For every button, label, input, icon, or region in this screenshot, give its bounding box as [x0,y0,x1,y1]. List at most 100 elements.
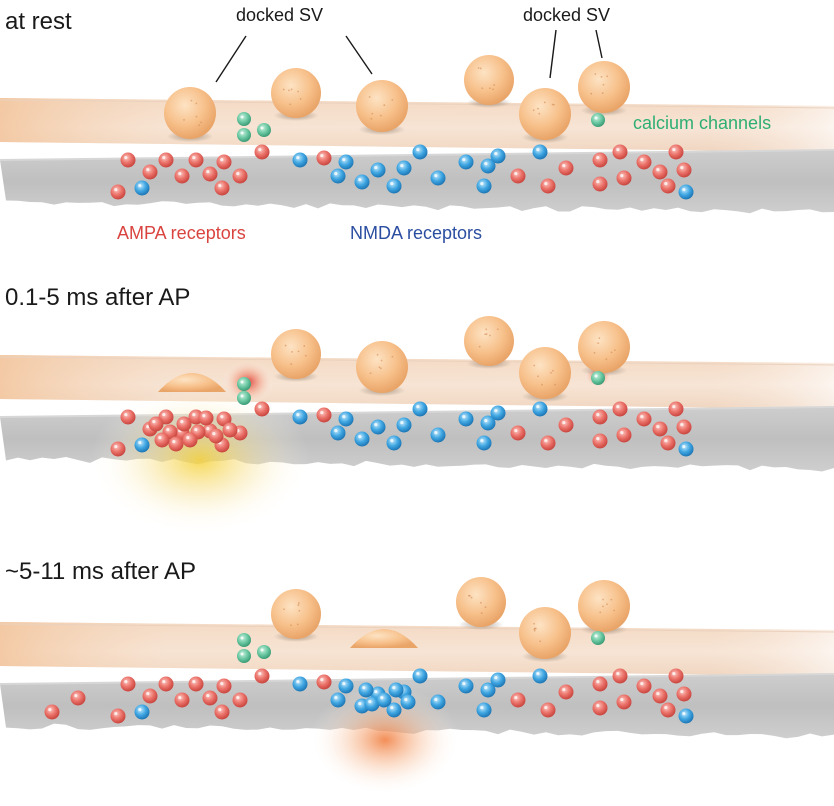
p1-nmda-receptor-27 [532,144,548,160]
panel-title-5-11ms: ~5-11 ms after AP [5,558,196,585]
p2-ampa-receptor-39 [676,419,692,435]
p2-ampa-cluster-4 [168,436,184,452]
p3-ampa-receptor-2-hi [114,712,118,716]
p2-vesicle-2-speck [284,344,287,347]
p3-nmda-receptor-1-hi [138,708,142,712]
p2-vesicle-5-speck [550,371,552,374]
p1-ampa-receptor-30-hi [596,156,600,160]
p3-vesicle-4-speck [602,598,604,601]
p1-nmda-receptor-16 [354,174,370,190]
p3-vesicle-1-speck [296,623,299,626]
p2-nmda-receptor-27-hi [536,405,540,409]
p2-ampa-receptor-30-hi [596,413,600,417]
p2-vesicle-3-speck [376,353,379,356]
docked-sv-leader-line-1 [345,35,373,75]
p1-vesicle-docked-3-speck [553,103,555,106]
p3-ampa-receptor-4 [158,676,174,692]
docked-sv-leader-line-2 [549,29,557,79]
p3-nmda-receptor-18-hi [390,706,394,710]
p3-presynaptic-membrane-shade [0,622,834,676]
p2-nmda-receptor-22-hi [462,415,466,419]
p1-ampa-receptor-5-hi [178,172,182,176]
p2-presynaptic-membrane-shade [0,355,834,409]
p3-ampa-receptor-36-hi [672,672,676,676]
p3-nmda-receptor-22 [458,678,474,694]
p2-ampa-cluster-0-hi [152,420,156,424]
p1-ampa-receptor-2 [110,184,126,200]
p3-nmda-receptor-18 [386,702,402,718]
p1-ampa-receptor-13 [316,150,332,166]
p2-nmda-receptor-25 [490,405,506,421]
p1-vesicle-docked-3-speck [532,109,535,112]
p3-extra-receptor-3-hi [368,700,372,704]
p1-ampa-receptor-37-hi [664,182,668,186]
p2-ampa-receptor-3-hi [146,425,150,429]
p1-ampa-receptor-36-hi [672,148,676,152]
p1-nmda-receptor-12 [292,152,308,168]
p1-ampa-receptor-9-hi [236,172,240,176]
p3-vesicle-1-speck [297,604,300,606]
p2-ampa-receptor-33-hi [620,431,624,435]
p3-ampa-receptor-7 [202,690,218,706]
p3-extra-receptor-1 [70,690,86,706]
p1-vesicle-3-speck [489,87,491,90]
p2-nmda-receptor-17 [370,419,386,435]
p2-nmda-receptor-23-hi [484,419,488,423]
p3-ampa-receptor-8 [216,678,232,694]
p3-nmda-receptor-24-hi [480,706,484,710]
p2-vesicle-4-speck [478,345,481,348]
p2-ampa-cluster-1-hi [166,428,170,432]
p3-nmda-receptor-15-hi [334,696,338,700]
p2-ampa-cluster-6 [198,410,214,426]
p2-nmda-receptor-18-hi [390,439,394,443]
p3-extra-receptor-2 [358,682,374,698]
p2-ampa-receptor-4-hi [162,413,166,417]
p1-ampa-receptor-26 [510,168,526,184]
p2-calcium-channel-3-hi [594,374,598,378]
p1-nmda-receptor-1 [134,180,150,196]
p3-vesicle-3 [519,607,571,659]
p2-vesicle-3-speck [369,372,372,375]
p2-ampa-receptor-36-hi [672,405,676,409]
p3-vesicle-1 [271,589,321,639]
p2-vesicle-6 [578,321,630,373]
p1-ampa-receptor-11-hi [258,148,262,152]
p1-calcium-channel-3-hi [260,126,264,130]
p2-vesicle-4 [464,316,514,366]
p1-ampa-receptor-28-hi [544,182,548,186]
p3-nmda-receptor-21 [430,694,446,710]
p2-vesicle-6-speck [593,351,596,354]
p2-ampa-receptor-35-hi [656,425,660,429]
p1-vesicle-docked-3-speck [538,112,541,115]
nmda-receptors-label: NMDA receptors [350,223,483,243]
p2-nmda-receptor-21 [430,427,446,443]
p2-vesicle-2-speck [291,351,294,353]
p2-nmda-receptor-15 [330,425,346,441]
p3-vesicle-2-speck [480,612,483,614]
p2-vesicle-4-speck [496,328,499,331]
p2-ampa-receptor-0-hi [124,413,128,417]
p1-vesicle-docked-1 [164,87,216,139]
p1-nmda-receptor-19-hi [400,164,404,168]
p2-vesicle-2-speck [303,345,306,347]
p3-ampa-receptor-5-hi [178,696,182,700]
p2-vesicle-5-speck [551,369,554,372]
p3-nmda-receptor-23 [480,682,496,698]
p3-extra-receptor-6-hi [404,698,408,702]
p1-nmda-receptor-17-hi [374,166,378,170]
p3-nmda-receptor-24 [476,702,492,718]
p2-ampa-receptor-13 [316,407,332,423]
p1-ampa-receptor-32 [592,176,608,192]
p2-ampa-cluster-6-hi [202,414,206,418]
p2-ampa-receptor-6-hi [192,413,196,417]
p1-vesicle-docked-2-speck [379,114,382,117]
p3-vesicle-3-speck [533,622,536,625]
p2-vesicle-6-speck [610,351,613,354]
p2-nmda-receptor-15-hi [334,429,338,433]
p2-vesicle-6-speck [597,342,600,345]
p2-nmda-receptor-1-hi [138,441,142,445]
p2-ampa-cluster-3-hi [194,428,198,432]
p1-ampa-receptor-7-hi [206,170,210,174]
p1-nmda-receptor-20-hi [416,148,420,152]
